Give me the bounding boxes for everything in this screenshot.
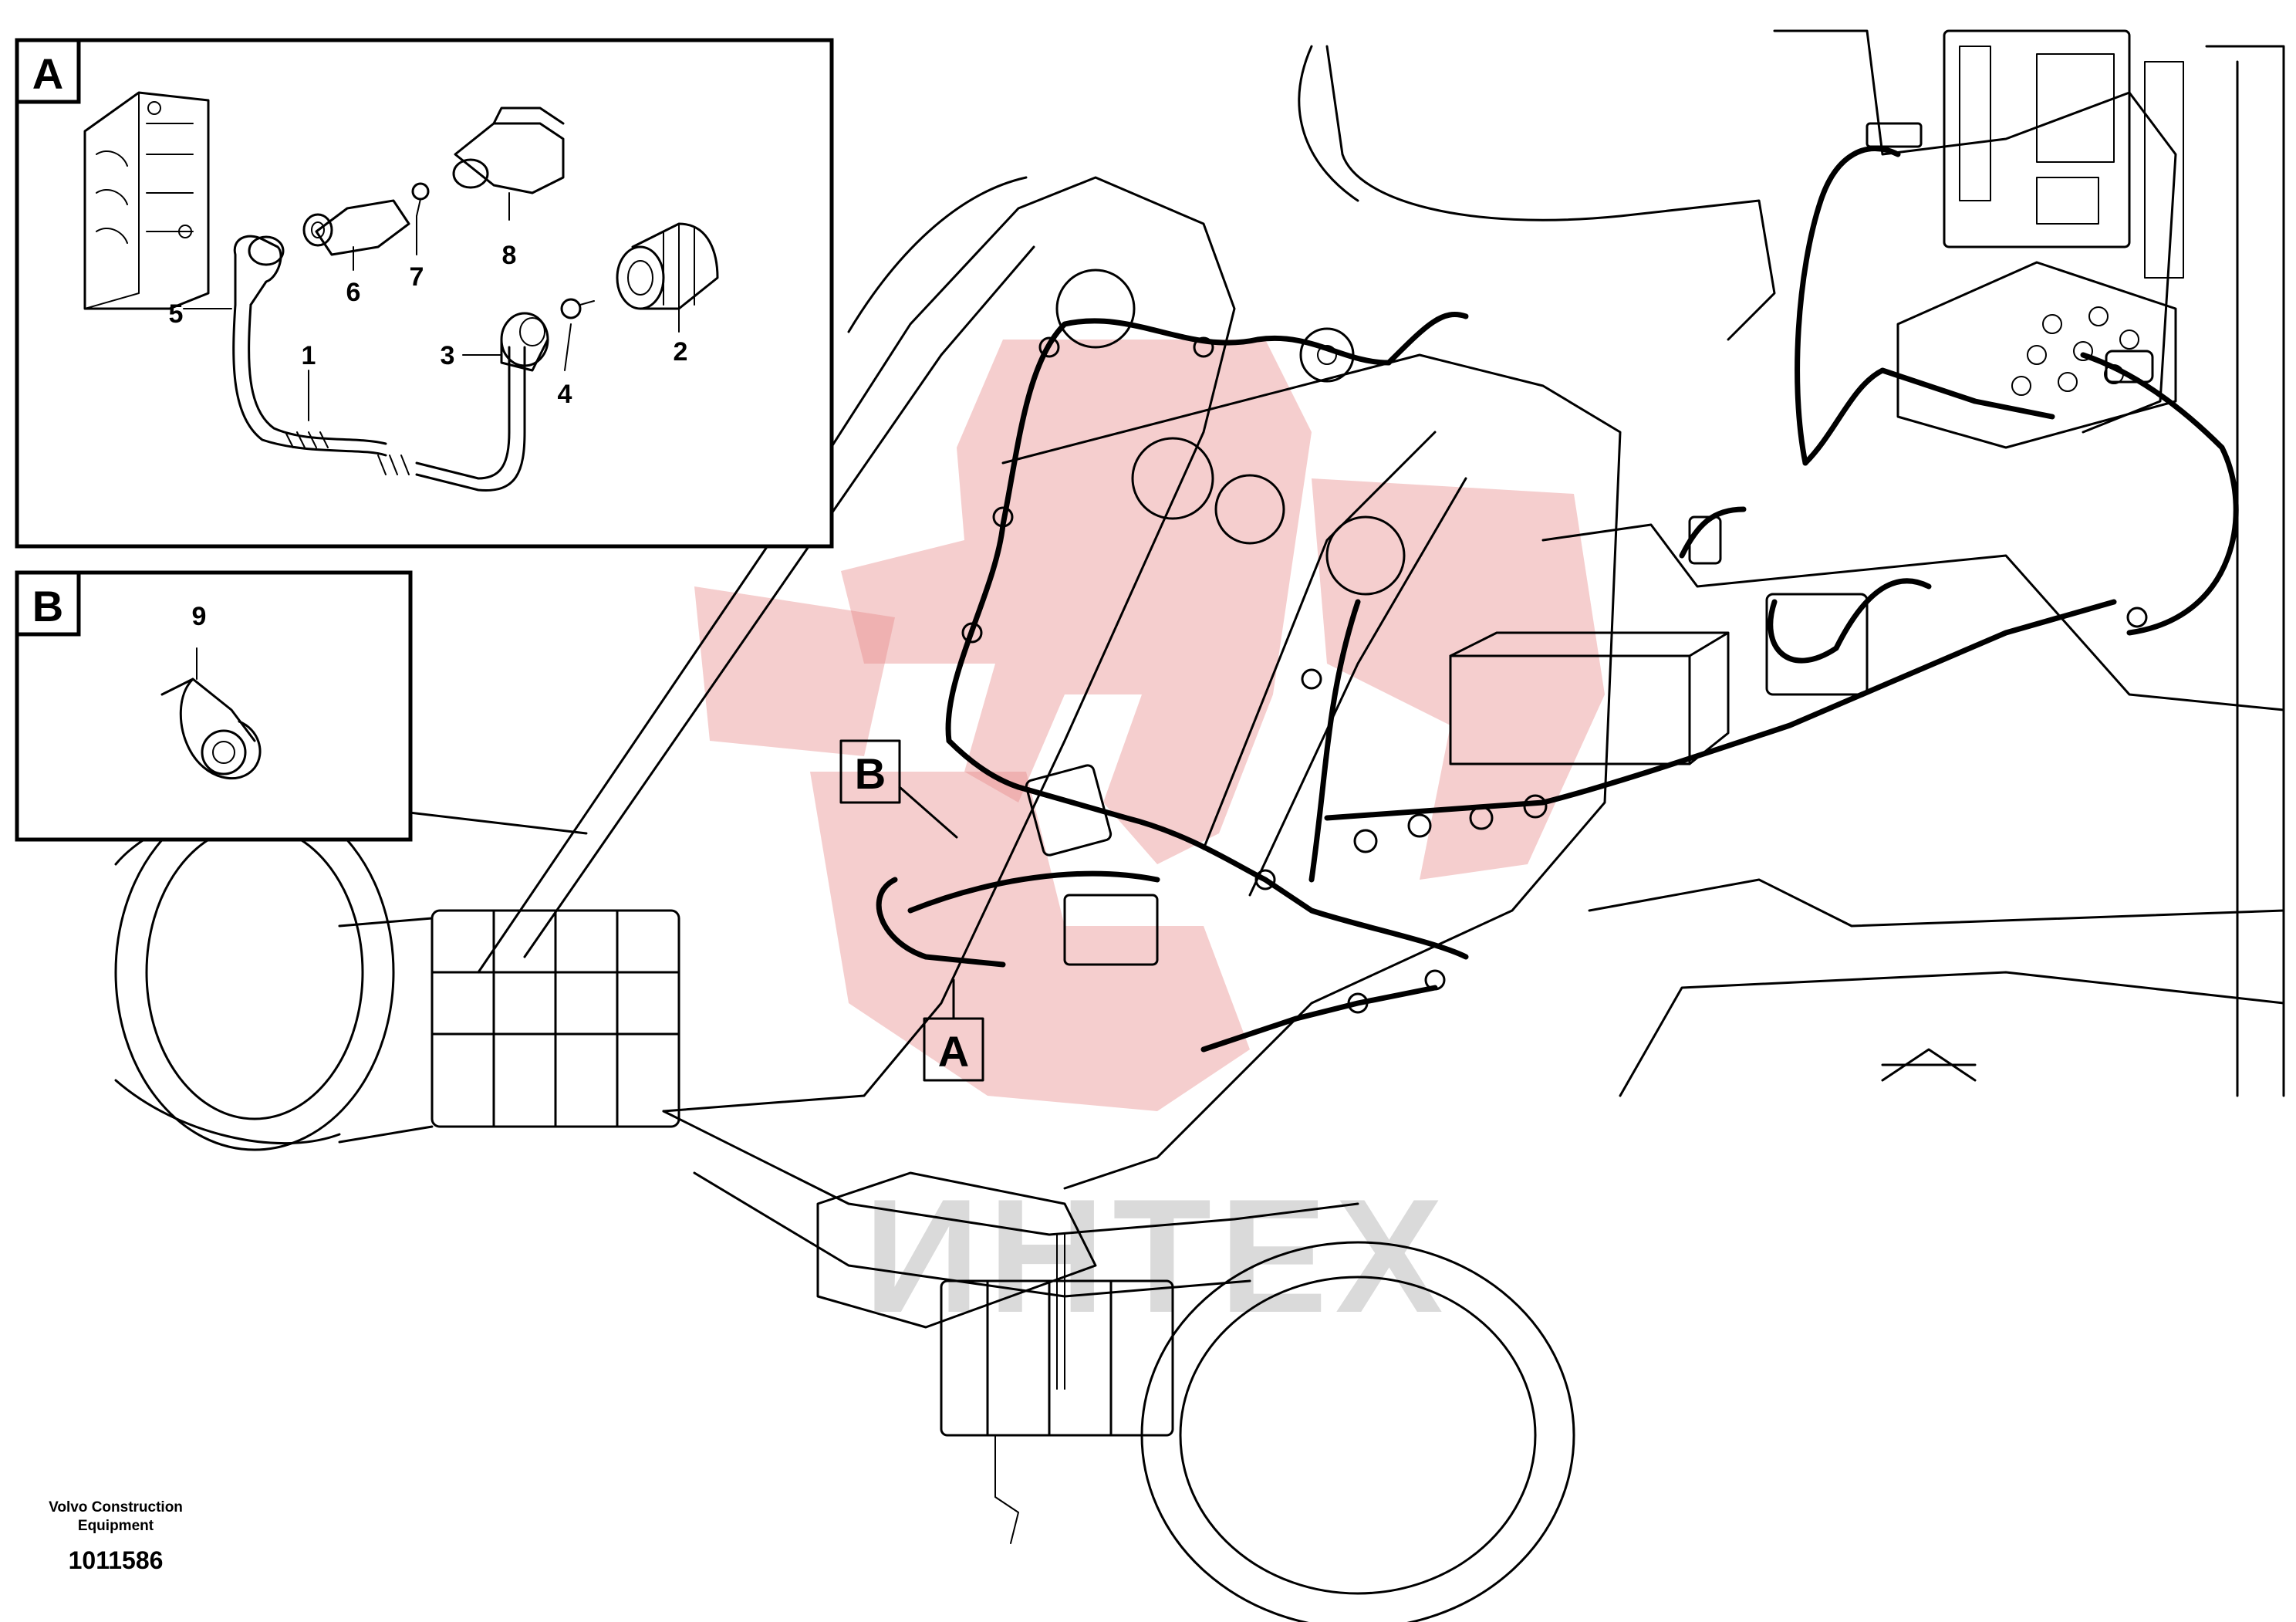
horn [1299, 327, 1355, 383]
wire-clip [961, 622, 983, 644]
junction-box [1025, 764, 1113, 857]
detail-b-panel: B 9 [15, 570, 413, 842]
wire-clip [1301, 668, 1322, 690]
wire-clip [1469, 806, 1494, 830]
wiring-harness [876, 146, 2239, 1053]
detail-a-letter: A [32, 49, 63, 98]
wire-clip [1193, 336, 1214, 358]
panel-connector [1866, 122, 1923, 148]
callout-4: 4 [558, 380, 572, 409]
main-components [1025, 122, 2154, 966]
svg-text:A: A [938, 1027, 969, 1076]
wire-clip [992, 506, 1014, 528]
svg-text:B: B [855, 749, 886, 798]
detail-a-panel: A [15, 38, 834, 549]
wire-clip [1523, 794, 1548, 819]
callout-9: 9 [192, 602, 207, 631]
wire-clip [1347, 992, 1369, 1014]
wire-clip [1407, 813, 1432, 838]
callout-3: 3 [441, 341, 455, 370]
callout-7: 7 [410, 262, 424, 292]
company-line-1: Volvo Construction [49, 1499, 183, 1516]
callout-2: 2 [674, 337, 688, 367]
wire-clip [1353, 829, 1378, 853]
valve-block [1063, 894, 1159, 966]
callout-6: 6 [346, 278, 361, 307]
callout-5: 5 [169, 299, 184, 329]
horn-center [1317, 345, 1337, 365]
wire-clip [1254, 869, 1276, 890]
main-callout-a: A [923, 978, 984, 1082]
watermark-logo [694, 340, 1605, 1111]
wire-clip [1038, 336, 1060, 358]
round-connector [2105, 350, 2154, 384]
connector-plug [1688, 515, 1722, 565]
company-name: Volvo Construction Equipment [46, 1499, 185, 1536]
machine-frame [114, 29, 2285, 1622]
company-line-2: Equipment [77, 1518, 154, 1534]
callout-1: 1 [302, 341, 316, 370]
watermark-text: ИНТЕХ [863, 1165, 1450, 1347]
callout-8: 8 [502, 241, 517, 270]
solenoid-valve [1765, 593, 1869, 696]
drawing-number: 1011586 [68, 1546, 164, 1574]
detail-b-letter: B [32, 582, 63, 630]
harness-clips [961, 327, 2148, 1014]
wire-clip [1424, 969, 1446, 991]
wire-clip [2126, 607, 2148, 628]
main-callout-b: B [839, 739, 958, 839]
relay-box [1449, 654, 1691, 765]
